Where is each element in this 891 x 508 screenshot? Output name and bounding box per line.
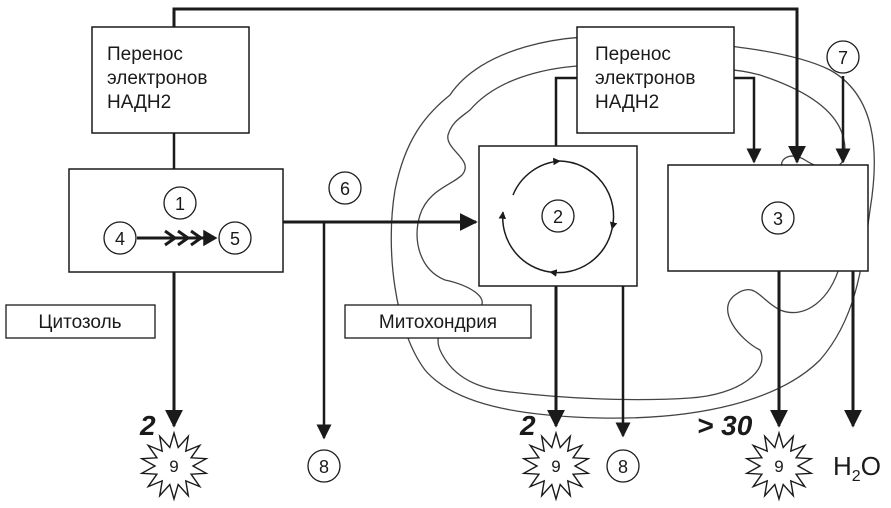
cycle-icon [498, 157, 618, 277]
arrow-top-to-box-3 [172, 7, 806, 164]
svg-text:8: 8 [618, 457, 628, 477]
star-a-label: 9 [169, 457, 178, 476]
conversion-arrow-icon [137, 229, 218, 247]
svg-text:6: 6 [340, 179, 350, 199]
yield-oxphos: > 30 [697, 410, 753, 441]
transfer-right-line-3: НАДН2 [595, 92, 659, 113]
arrow-transfer-to-box-3-a [734, 76, 762, 164]
svg-text:4: 4 [115, 229, 125, 249]
yield-krebs: 2 [519, 410, 536, 441]
water-product: H2O [833, 451, 881, 485]
svg-text:3: 3 [773, 209, 783, 229]
marker-8-right: 8 [606, 449, 640, 483]
svg-text:1: 1 [175, 194, 185, 214]
star-burst-icon: 9 [139, 430, 209, 502]
marker-1: 1 [163, 186, 197, 220]
mitochondria-label: Митохондрия [379, 312, 497, 333]
transfer-box-left [91, 26, 250, 134]
transfer-box-right [576, 26, 735, 134]
mitochondrion-inner-membrane [416, 64, 846, 401]
mitochondria-label-box [344, 304, 532, 339]
transfer-left-line-3: НАДН2 [107, 92, 171, 113]
marker-2: 2 [541, 199, 575, 233]
marker-3: 3 [761, 201, 795, 235]
transfer-left-line-1: Перенос [107, 44, 183, 65]
connector-box-2-to-transfer [554, 76, 577, 146]
marker-8-left: 8 [307, 449, 341, 483]
svg-text:Перенос электронов НАД: Перенос электронов НАДН2 [595, 44, 701, 113]
cytosol-label-box [5, 304, 156, 339]
transfer-right-line-2: электронов [595, 68, 695, 89]
star-burst-icon: 9 [744, 430, 814, 502]
yield-glycolysis: 2 [139, 410, 156, 441]
transfer-left-line-2: электронов [107, 68, 207, 89]
svg-text:5: 5 [230, 229, 240, 249]
transfer-right-line-1: Перенос [595, 44, 671, 65]
star-b-label: 9 [551, 457, 560, 476]
star-burst-icon: 9 [521, 430, 591, 502]
marker-5: 5 [218, 221, 252, 255]
cytosol-label: Цитозоль [38, 312, 121, 333]
marker-4: 4 [103, 221, 137, 255]
star-c-label: 9 [774, 457, 783, 476]
svg-text:8: 8 [319, 457, 329, 477]
svg-text:7: 7 [838, 48, 848, 68]
marker-7: 7 [826, 40, 860, 74]
svg-text:2: 2 [553, 207, 563, 227]
svg-text:Перенос электронов НАД: Перенос электронов НАДН2 [107, 44, 213, 113]
box-1 [68, 168, 284, 273]
marker-6: 6 [328, 171, 362, 205]
